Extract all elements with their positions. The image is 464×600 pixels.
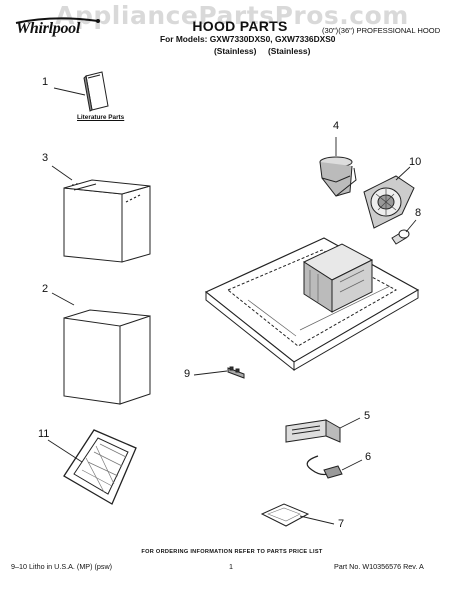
callout-2: 2 <box>42 283 49 295</box>
leader-11 <box>47 439 83 463</box>
ordering-note: FOR ORDERING INFORMATION REFER TO PARTS … <box>141 549 323 555</box>
watermark: AppliancePartsPros.com <box>55 1 409 30</box>
brand-logo <box>15 17 100 24</box>
callout-5: 5 <box>364 410 371 422</box>
leader-5 <box>339 417 361 429</box>
leader-7 <box>299 515 335 525</box>
callout-6: 6 <box>365 451 372 463</box>
leader-2 <box>51 292 75 306</box>
leader-1 <box>53 87 86 96</box>
callout-11: 11 <box>38 428 50 440</box>
callout-8: 8 <box>415 207 422 219</box>
variant-label: (Stainless) <box>268 46 311 56</box>
part-number: Part No. W10356576 Rev. A <box>334 562 424 571</box>
logo-swoosh <box>15 17 99 24</box>
leader-6 <box>341 459 363 471</box>
variant-label: (Stainless) <box>214 46 257 56</box>
leader-10 <box>395 166 411 181</box>
callout-7: 7 <box>338 518 345 530</box>
callout-4: 4 <box>333 120 340 132</box>
page-title: HOOD PARTS <box>192 18 288 34</box>
brand-name: Whirlpool <box>16 20 80 37</box>
part-filter-pouch[interactable] <box>63 429 137 505</box>
part-blower-housing[interactable] <box>319 156 357 197</box>
logo-dot <box>96 19 100 23</box>
part-lower-duct-cover[interactable] <box>63 309 151 405</box>
part-wire-harness[interactable] <box>306 455 343 479</box>
part-switch[interactable] <box>227 366 245 379</box>
litho-info: 9–10 Litho in U.S.A. (MP) (psw) <box>11 562 113 571</box>
part-literature[interactable] <box>83 71 109 112</box>
leader-8 <box>405 219 417 233</box>
page-number: 1 <box>229 562 233 571</box>
part-upper-duct-cover[interactable] <box>63 179 151 263</box>
models-line: For Models: GXW7330DXS0, GXW7336DXS0 <box>160 34 336 44</box>
part-grease-filter[interactable] <box>260 503 310 527</box>
part-blower-motor[interactable] <box>363 175 415 229</box>
part-hood-body[interactable] <box>204 237 420 372</box>
leader-3 <box>51 165 73 181</box>
part-light-bulb[interactable] <box>391 229 410 245</box>
callout-3: 3 <box>42 152 49 164</box>
callout-1: 1 <box>42 76 49 88</box>
literature-parts-label: Literature Parts <box>77 114 125 121</box>
callout-9: 9 <box>184 368 191 380</box>
product-type: (30")(36") PROFESSIONAL HOOD <box>322 26 441 35</box>
leader-9 <box>193 370 228 376</box>
callout-10: 10 <box>409 156 422 168</box>
part-light-module[interactable] <box>285 419 341 443</box>
